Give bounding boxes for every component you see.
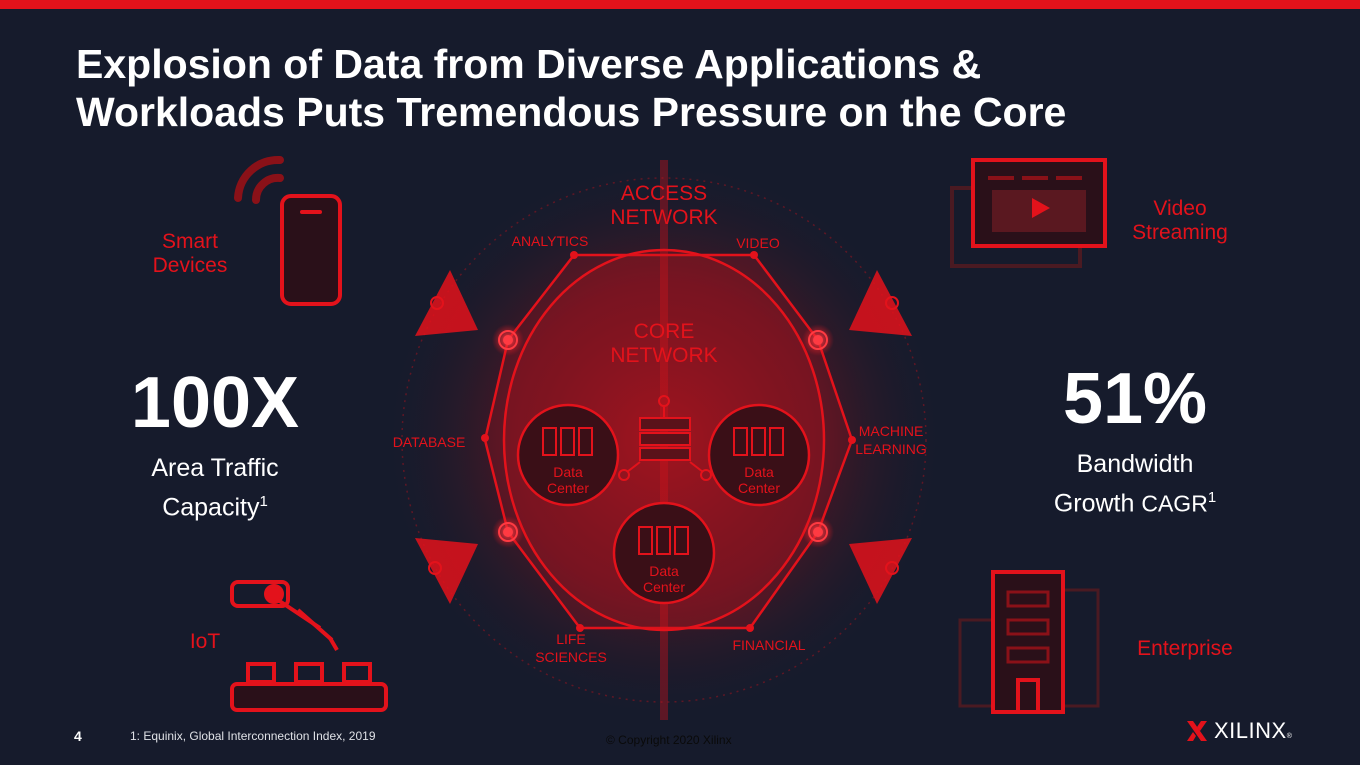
outer-ring: [401, 177, 927, 703]
smart-devices-label: Smart Devices: [152, 230, 228, 277]
right-stat-description: Bandwidth Growth CAGR1: [1053, 450, 1217, 518]
footnote: 1: Equinix, Global Interconnection Index…: [130, 729, 376, 743]
smartphone-icon: [234, 155, 342, 306]
brand-registered-mark: ®: [1286, 733, 1292, 740]
office-building-icon: [958, 570, 1100, 714]
segment-analytics: ANALYTICS: [511, 233, 589, 249]
glow-node-top-left: [492, 324, 524, 356]
copyright: © Copyright 2020 Xilinx: [606, 733, 732, 747]
right-stat-value: 51%: [1062, 359, 1208, 439]
xilinx-logo-icon: [1187, 721, 1207, 741]
data-center-left-label: Data Center: [546, 464, 590, 496]
title-line-1: Explosion of Data from Diverse Applicati…: [76, 41, 982, 87]
enterprise-label: Enterprise: [1137, 637, 1233, 660]
access-network-label: ACCESS NETWORK: [610, 182, 718, 229]
segment-life-sciences: LIFE SCIENCES: [535, 631, 607, 665]
core-network-label: CORE NETWORK: [610, 320, 718, 367]
page-number: 4: [74, 728, 82, 744]
brand-name: XILINX: [1214, 718, 1287, 743]
arrow-tip-nodes: [428, 296, 899, 575]
data-center-bottom: [612, 501, 716, 605]
access-nodes: [481, 251, 856, 632]
iot-label: IoT: [189, 630, 221, 653]
segment-database: DATABASE: [392, 434, 466, 450]
video-streaming-label: Video Streaming: [1132, 197, 1228, 244]
glow-node-bottom-right: [802, 516, 834, 548]
top-accent-bar: [0, 0, 1360, 9]
segment-machine-learning: MACHINE LEARNING: [855, 423, 927, 457]
robotic-arm-icon: [230, 580, 388, 712]
inward-arrows: [415, 270, 912, 604]
data-center-right: [707, 403, 811, 507]
data-center-right-label: Data Center: [737, 464, 781, 496]
brand-logo: XILINX ®: [1186, 716, 1292, 746]
data-center-left: [516, 403, 620, 507]
glow-node-top-right: [802, 324, 834, 356]
left-stat-value: 100X: [130, 363, 300, 443]
segment-financial: FINANCIAL: [732, 637, 806, 653]
arrow-top-left: [415, 270, 478, 336]
left-stat-description: Area Traffic Capacity1: [151, 454, 279, 522]
server-stack-icon: [618, 395, 712, 481]
title-line-2: Workloads Puts Tremendous Pressure on th…: [76, 89, 1067, 135]
glow-node-bottom-left: [492, 516, 524, 548]
segment-video: VIDEO: [736, 235, 780, 251]
data-center-bottom-label: Data Center: [642, 563, 686, 595]
slide-title: Explosion of Data from Diverse Applicati…: [76, 40, 1256, 136]
video-player-icon: [950, 158, 1107, 268]
